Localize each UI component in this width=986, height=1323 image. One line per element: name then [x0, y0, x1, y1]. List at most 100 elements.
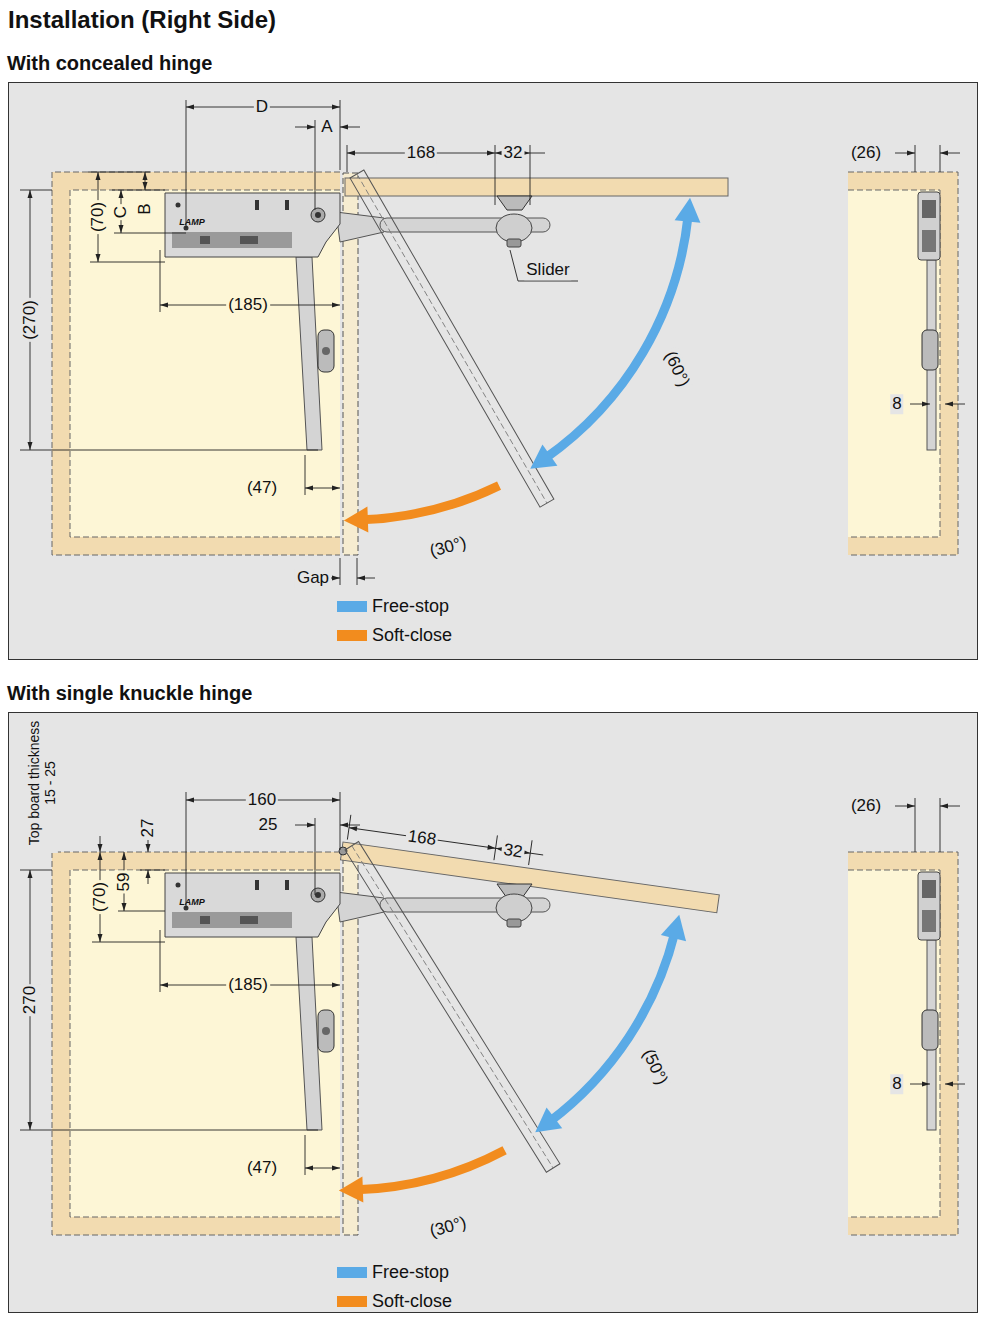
- motion-arc: [362, 486, 499, 520]
- dimension-label: C: [111, 204, 131, 220]
- panel-ground: [8, 82, 978, 660]
- door-bracket: [318, 1010, 334, 1052]
- dimension-line: [140, 870, 165, 871]
- slider-foot: [507, 239, 521, 247]
- arrowhead: [122, 852, 127, 860]
- side-interior: [848, 190, 940, 537]
- arrowhead: [940, 151, 948, 156]
- upper-arm: [336, 212, 384, 242]
- section-heading: With single knuckle hinge: [7, 682, 252, 705]
- dimension-label: (60°): [659, 346, 694, 391]
- dimension-label: A: [319, 117, 334, 137]
- mechanism-detail: [240, 916, 258, 924]
- door-midway: [350, 170, 554, 507]
- cabinet-outline: [52, 172, 340, 555]
- door-outline: [345, 842, 560, 1173]
- side-detail: [922, 200, 936, 218]
- dimension-label: (70): [88, 200, 108, 234]
- arrowhead: [307, 125, 315, 130]
- brand-mark: LAMP: [177, 897, 207, 907]
- cabinet-outline: [52, 852, 340, 1235]
- side-mechanism: [918, 192, 940, 260]
- arrowhead: [332, 1166, 340, 1171]
- arrowhead: [143, 182, 148, 190]
- arrowhead: [186, 798, 194, 803]
- dimension-label: Top board thickness 15 - 25: [26, 713, 58, 853]
- dimension-label: 168: [405, 826, 440, 850]
- mechanism-slot: [285, 200, 289, 210]
- arrowhead: [143, 172, 148, 180]
- door-bracket: [318, 330, 334, 372]
- side-top: [848, 852, 958, 870]
- dimension-line: [90, 262, 165, 263]
- dimension-line: [92, 942, 165, 943]
- arrowhead: [661, 915, 686, 941]
- arrowhead: [98, 852, 103, 860]
- panel-ground: [8, 712, 978, 1313]
- upper-arm: [336, 892, 384, 922]
- dimension-label: (185): [226, 295, 270, 315]
- arrowhead: [28, 190, 33, 198]
- dimension-label: 32: [500, 840, 525, 863]
- adjuster-screw: [311, 888, 325, 902]
- lift-mechanism: [165, 873, 340, 937]
- bracket-screw: [322, 1027, 330, 1035]
- side-interior: [848, 870, 940, 1217]
- arrowhead: [186, 105, 194, 110]
- arrowhead: [28, 870, 33, 878]
- door-outline: [350, 170, 554, 507]
- dimension-line: [940, 145, 941, 172]
- dimension-line: [530, 145, 531, 205]
- arrowhead: [332, 798, 340, 803]
- cabinet-interior: [70, 870, 340, 1217]
- dimension-line: [340, 558, 341, 585]
- dimension-label: (47): [245, 1158, 279, 1178]
- arrowhead: [907, 151, 915, 156]
- dimension-line: [20, 870, 52, 871]
- arrowhead: [146, 870, 151, 878]
- arrowhead: [332, 303, 340, 308]
- side-wall: [940, 852, 958, 1235]
- arrowhead: [305, 486, 313, 491]
- side-detail: [922, 910, 936, 932]
- dimension-label: 270: [20, 984, 40, 1016]
- dimension-line: [88, 172, 150, 173]
- dimension-line: [305, 1135, 306, 1175]
- arrowhead: [332, 105, 340, 110]
- open-door-tilted: [340, 814, 723, 912]
- mounting-hole: [176, 883, 181, 888]
- dimension-label: (30°): [426, 532, 471, 562]
- motion-arc: [545, 216, 688, 459]
- dimension-label: 32: [502, 143, 525, 163]
- arrowhead: [347, 151, 355, 156]
- dimension-line: [186, 792, 187, 908]
- side-detail: [922, 880, 936, 898]
- dimension-line: [495, 145, 496, 205]
- mechanism-detail: [172, 912, 292, 928]
- legend-text: Soft-close: [372, 625, 452, 646]
- mechanism-slot: [285, 880, 289, 890]
- mechanism-slot: [255, 200, 259, 210]
- dimension-line: [160, 930, 161, 992]
- dimension-label: (30°): [426, 1212, 471, 1242]
- dimension-line: [357, 174, 547, 503]
- arrowhead: [940, 804, 948, 809]
- dimension-label: (185): [226, 975, 270, 995]
- dimension-line: [518, 281, 578, 282]
- arrowhead: [119, 190, 124, 198]
- dimension-label: 25: [257, 815, 280, 835]
- legend-swatch: [337, 1267, 367, 1278]
- legend-text: Free-stop: [372, 596, 449, 617]
- brand-mark: LAMP: [177, 217, 207, 227]
- cabinet-top: [52, 172, 340, 190]
- arrowhead: [28, 1122, 33, 1130]
- section-heading: With concealed hinge: [7, 52, 212, 75]
- arrowhead: [146, 844, 151, 852]
- side-outline: [848, 852, 958, 1235]
- motion-arc: [550, 932, 675, 1121]
- page-title: Installation (Right Side): [8, 6, 276, 34]
- dimension-line: [530, 853, 543, 855]
- arrowhead: [340, 823, 348, 828]
- slider-foot: [507, 919, 521, 927]
- legend-text: Soft-close: [372, 1291, 452, 1312]
